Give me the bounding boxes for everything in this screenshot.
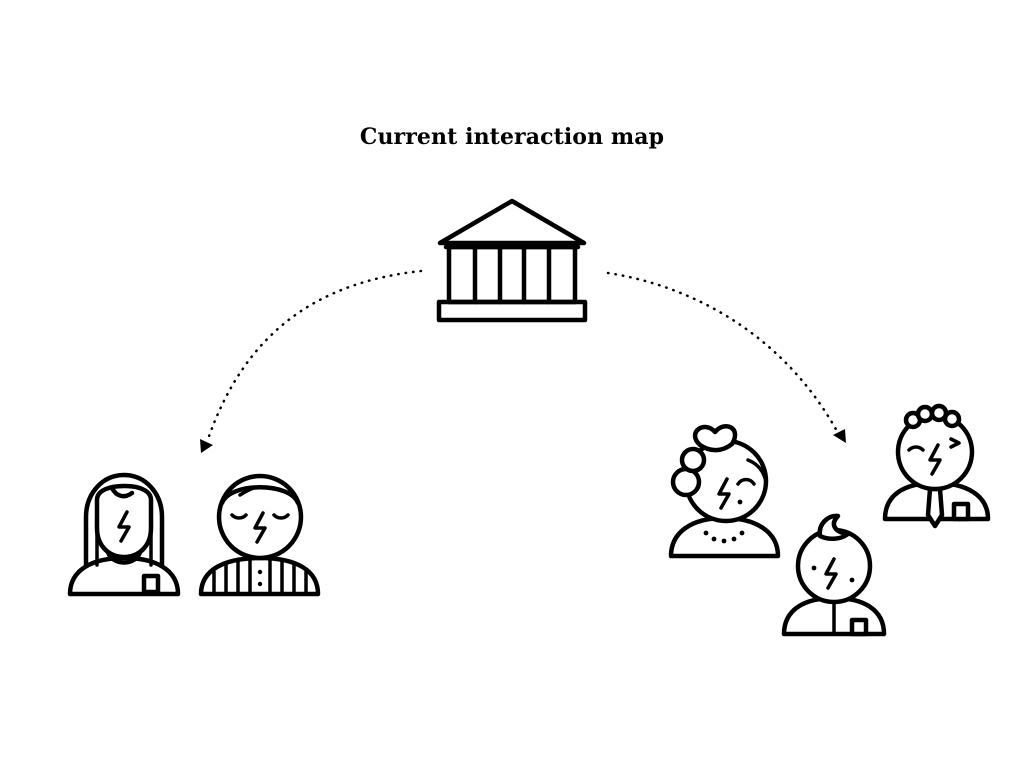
man-striped-shirt-icon <box>198 473 321 597</box>
woman-long-hair-icon <box>67 472 181 597</box>
boy-icon <box>781 513 887 637</box>
diagram-title: Current interaction map <box>359 124 665 150</box>
arrow-to-left-group <box>200 269 423 453</box>
arrowhead-left-icon <box>200 439 213 453</box>
elderly-woman-icon <box>668 424 781 559</box>
man-tie-icon <box>882 403 991 529</box>
bank-building-icon <box>436 198 588 323</box>
left-group <box>67 472 321 597</box>
arrow-to-right-group <box>606 271 846 443</box>
right-group <box>668 403 991 637</box>
arrowhead-right-icon <box>833 429 846 443</box>
